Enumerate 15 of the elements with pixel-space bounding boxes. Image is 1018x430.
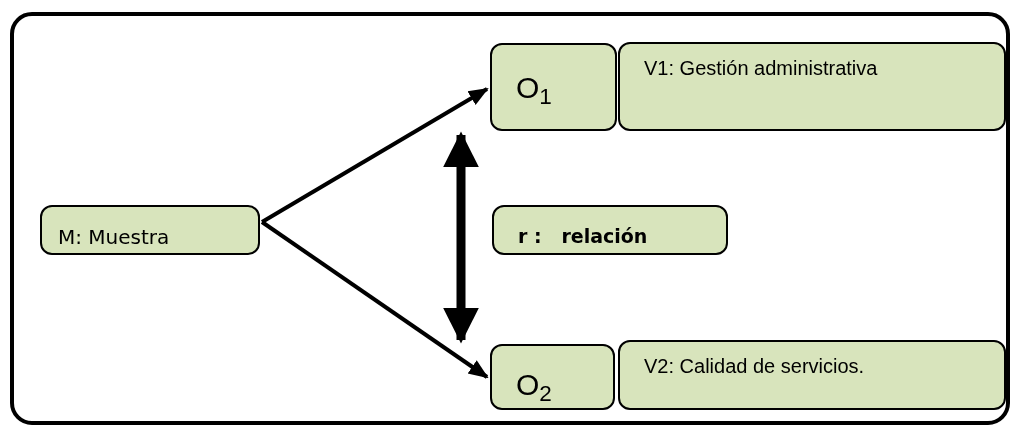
- arrow: [261, 87, 489, 224]
- node-label: O$_{1}$: [516, 73, 552, 103]
- node-label: O$_{2}$: [516, 370, 552, 400]
- arrow: [260, 220, 489, 379]
- rounded-box: [618, 42, 1006, 131]
- node-label: V1: Gestión administrativa: [644, 56, 878, 81]
- double-arrow: [443, 131, 479, 344]
- rounded-box: [492, 205, 728, 255]
- rounded-box: [40, 205, 260, 255]
- node-label: M: Muestra: [58, 227, 170, 247]
- node-label: r : relación: [518, 227, 648, 246]
- node-label: V2: Calidad de servicios.: [644, 354, 865, 379]
- rounded-box: [490, 344, 615, 410]
- rounded-box: [618, 340, 1006, 410]
- rounded-box: [490, 43, 617, 131]
